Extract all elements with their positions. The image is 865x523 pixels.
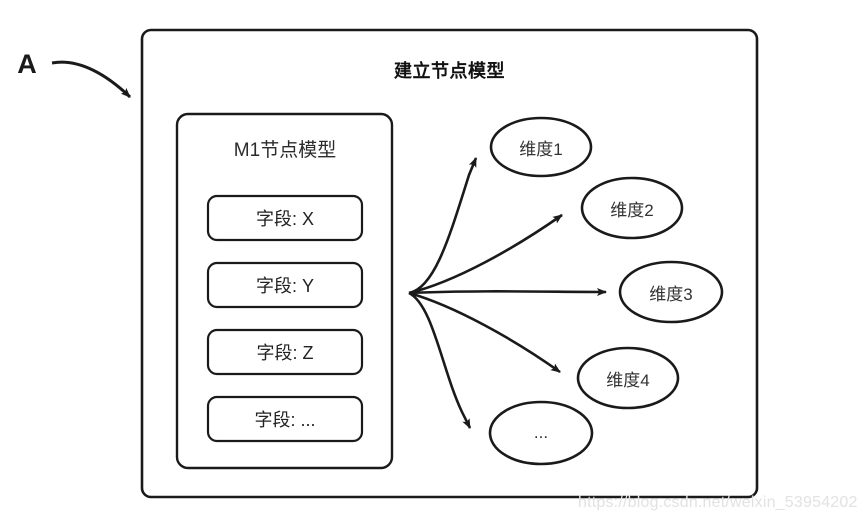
dimension-ellipse-1 [489, 116, 593, 178]
inner-box-title: M1节点模型 [233, 139, 337, 161]
connector-to-dimension-2 [408, 213, 563, 295]
dimension-label-3: 维度3 [649, 284, 693, 304]
callout-label-a: A [17, 48, 37, 79]
dimension-label-1: 维度1 [519, 139, 563, 159]
field-box-2 [206, 261, 364, 309]
connector-to-dimension-4 [408, 291, 561, 374]
dimension-label-2: 维度2 [610, 200, 654, 220]
outer-box-title: 建立节点模型 [394, 61, 505, 81]
dimension-ellipse-4 [576, 346, 680, 410]
connector-to-dimension-3 [408, 287, 607, 296]
field-box-3 [206, 328, 364, 376]
field-label-2: 字段: Y [255, 276, 314, 296]
dimension-ellipse-5 [488, 400, 594, 466]
watermark-text: https://blog.csdn.net/weixin_53954202 [578, 494, 858, 511]
dimension-label-5: ... [533, 423, 549, 442]
field-box-1 [206, 194, 364, 242]
field-label-1: 字段: X [255, 209, 314, 229]
field-label-4: 字段: ... [254, 410, 316, 430]
dimension-label-4: 维度4 [606, 370, 650, 390]
field-label-3: 字段: Z [256, 343, 314, 363]
field-box-4 [206, 395, 364, 443]
connector-to-dimension-5 [408, 291, 472, 429]
callout-arrow [51, 60, 132, 99]
dimension-ellipse-3 [618, 260, 724, 324]
dimension-ellipse-2 [580, 176, 684, 240]
connector-to-dimension-1 [408, 157, 478, 295]
